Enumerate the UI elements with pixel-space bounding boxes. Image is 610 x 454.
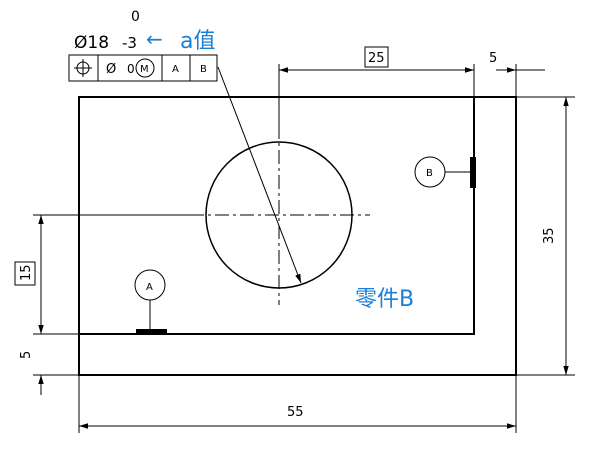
datum-b-symbol — [414, 156, 476, 188]
outer-rectangle — [78, 96, 517, 376]
left-dimension — [14, 215, 79, 395]
frame-modifier: M — [140, 64, 149, 75]
datum-a-symbol — [134, 269, 167, 335]
dimension-box-15 — [14, 261, 36, 286]
right-dimension — [516, 96, 575, 376]
tolerance-upper: 0 — [131, 9, 140, 25]
annotation-a-value: a值 — [180, 29, 215, 54]
dimension-box-25 — [364, 46, 389, 68]
annotation-arrow: ← — [146, 27, 163, 51]
diameter-label: Ø18 — [74, 33, 109, 53]
bottom-dimension — [78, 375, 517, 433]
frame-datum-b: B — [200, 64, 207, 75]
frame-datum-a: A — [172, 64, 179, 75]
dimension-25: 25 — [368, 51, 385, 66]
dimension-top-5: 5 — [489, 51, 497, 66]
frame-tolerance-value: 0 — [127, 62, 135, 76]
datum-b-label: B — [426, 168, 433, 179]
datum-a-label: A — [146, 282, 153, 293]
frame-tolerance-symbol: Ø — [106, 62, 116, 77]
centerlines — [190, 125, 370, 305]
dimension-15: 15 — [19, 264, 34, 281]
tolerance-lower: -3 — [122, 34, 137, 52]
part-label: 零件B — [355, 287, 414, 312]
dimension-35: 35 — [542, 227, 557, 244]
feature-control-frame — [68, 54, 218, 82]
frame-leader — [217, 66, 302, 284]
mmc-circle-icon — [135, 58, 155, 78]
dimension-left-5: 5 — [19, 351, 34, 359]
top-dimension — [279, 46, 545, 97]
dimension-55: 55 — [287, 405, 304, 420]
